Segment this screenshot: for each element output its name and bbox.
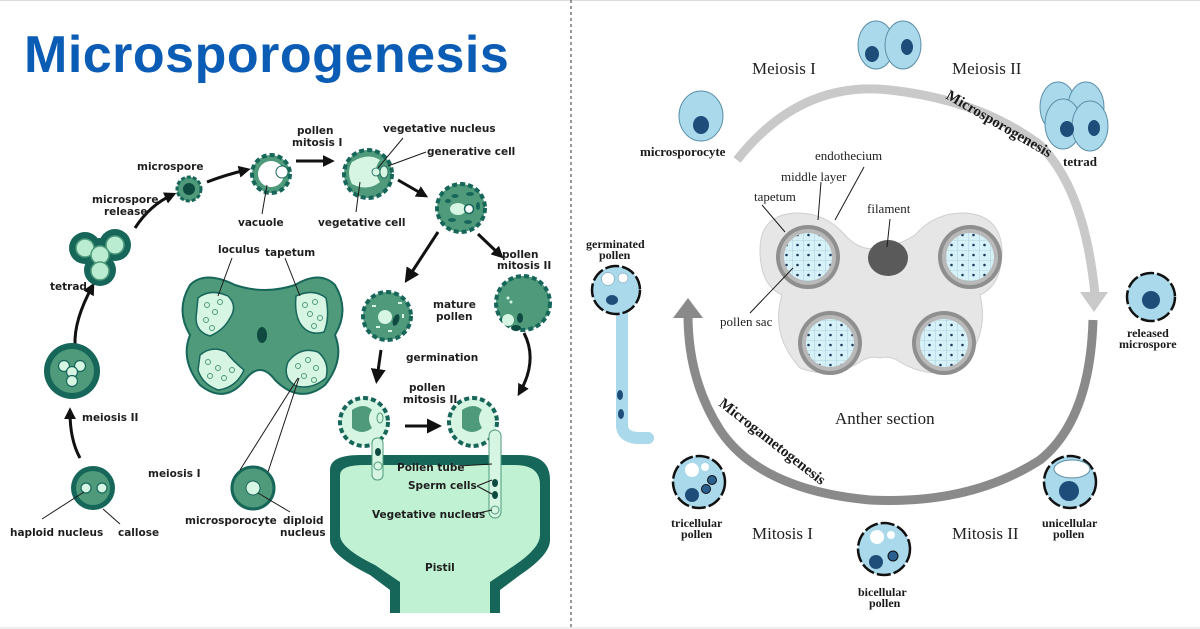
stage-meiosis-i: Meiosis I	[752, 59, 816, 78]
haploid-cell	[71, 466, 115, 510]
page-title: Microsporogenesis	[24, 26, 509, 84]
microgametogenesis-arrowhead	[673, 298, 703, 318]
pollen-sac-bottom-right	[912, 311, 976, 375]
label-unicellular-pollen-1: unicellular	[1042, 516, 1098, 530]
label-tetrad-right: tetrad	[1063, 154, 1098, 169]
arc-label-microsporogenesis: Microsporogenesis	[943, 88, 1055, 162]
anther-cross-section-left	[181, 276, 344, 395]
pollen-sac-bottom-left	[798, 311, 862, 375]
left-cycle-arrows	[64, 155, 532, 459]
label-pistil: Pistil	[425, 562, 455, 574]
released-microspore-cell	[1125, 271, 1177, 323]
tetrad-cell	[69, 229, 131, 286]
label-meiosis-i: meiosis I	[148, 468, 201, 480]
maturing-pollen-cell	[435, 182, 487, 234]
label-mature-pollen-2: pollen	[436, 311, 473, 323]
stage-mitosis-i: Mitosis I	[752, 524, 813, 543]
label-tricellular-pollen-2: pollen	[681, 527, 713, 541]
label-pollen-mitosis-i-2: mitosis I	[292, 137, 342, 149]
label-vegetative-nucleus-tube: Vegetative nucleus	[372, 509, 485, 521]
label-pollen-mitosis-ii-b-2: mitosis II	[403, 394, 457, 406]
pistil	[330, 455, 550, 613]
label-bicellular-pollen-1: bicellular	[858, 585, 907, 599]
label-meiosis-ii: meiosis II	[82, 412, 138, 424]
label-middle-layer: middle layer	[781, 169, 847, 184]
label-diploid-nucleus-2: nucleus	[280, 527, 326, 539]
mature-pollen-cell	[361, 290, 413, 342]
bicellular-pollen-left	[342, 148, 394, 200]
microsporogenesis-arrowhead	[1080, 292, 1108, 312]
label-released-microspore-1: released	[1127, 326, 1169, 340]
microsporogenesis-arc	[733, 84, 1100, 296]
label-microsporocyte-right: microsporocyte	[640, 144, 726, 159]
label-released-microspore-2: microspore	[1119, 337, 1177, 351]
vacuolate-microspore-cell	[250, 153, 292, 195]
stage-mitosis-ii: Mitosis II	[952, 524, 1019, 543]
label-microspore: microspore	[137, 161, 203, 173]
label-pollen-mitosis-ii-a-1: pollen	[502, 249, 539, 261]
stage-meiosis-ii: Meiosis II	[952, 59, 1022, 78]
label-endothecium: endothecium	[815, 148, 882, 163]
label-callose: callose	[118, 527, 159, 539]
microsporocyte-cell-left	[230, 465, 276, 511]
label-germination: germination	[406, 352, 478, 364]
label-vegetative-cell: vegetative cell	[318, 217, 406, 229]
label-filament: filament	[867, 201, 911, 216]
label-pollen-mitosis-ii-b-1: pollen	[409, 382, 446, 394]
anther-section-right	[759, 212, 1003, 375]
label-germinated-pollen-2: pollen	[599, 248, 631, 262]
label-pollen-sac: pollen sac	[720, 314, 773, 329]
tetrad-in-callose-cell	[44, 343, 100, 399]
label-haploid-nucleus: haploid nucleus	[10, 527, 103, 539]
germinating-pollen-on-stigma	[338, 396, 390, 481]
label-tapetum-left: tapetum	[265, 247, 315, 259]
microspore-cell	[175, 175, 203, 203]
label-mature-pollen-1: mature	[433, 299, 476, 311]
microsporocyte-cell-right	[678, 90, 724, 142]
label-pollen-tube: Pollen tube	[397, 462, 465, 474]
label-bicellular-pollen-2: pollen	[869, 596, 901, 610]
unicellular-pollen-cell	[1042, 454, 1098, 510]
label-sperm-cells: Sperm cells	[408, 480, 477, 492]
pollen-sac-top-left	[776, 225, 840, 289]
label-diploid-nucleus-1: diploid	[283, 515, 324, 527]
label-tapetum-right: tapetum	[754, 189, 796, 204]
tetrad-cell-right	[1039, 81, 1109, 152]
label-germinated-pollen-1: germinated	[586, 237, 645, 251]
microgametogenesis-arc	[683, 314, 1098, 505]
label-vacuole: vacuole	[238, 217, 284, 229]
label-pollen-mitosis-i-1: pollen	[297, 125, 334, 137]
pollen-with-tube-on-stigma	[447, 396, 502, 519]
tricellular-pollen-cell	[671, 454, 727, 510]
label-tetrad: tetrad	[50, 281, 87, 293]
label-microspore-release-1: microspore	[92, 194, 158, 206]
pollen-sac-top-right	[938, 225, 1002, 289]
tricellular-pollen-left	[494, 274, 552, 332]
germinated-pollen-cell	[590, 264, 654, 444]
label-tricellular-pollen-1: tricellular	[671, 516, 723, 530]
label-unicellular-pollen-2: pollen	[1053, 527, 1085, 541]
label-microspore-release-2: release	[104, 206, 147, 218]
anther-section-caption: Anther section	[835, 409, 935, 428]
label-generative-cell: generative cell	[427, 146, 515, 158]
bicellular-pollen-cell	[856, 521, 912, 577]
label-pollen-mitosis-ii-a-2: mitosis II	[497, 260, 551, 272]
dyad-cell	[857, 20, 922, 70]
label-vegetative-nucleus: vegetative nucleus	[383, 123, 496, 135]
label-loculus: loculus	[218, 244, 260, 256]
filament	[868, 240, 908, 276]
label-microsporocyte-left: microsporocyte	[185, 515, 277, 527]
